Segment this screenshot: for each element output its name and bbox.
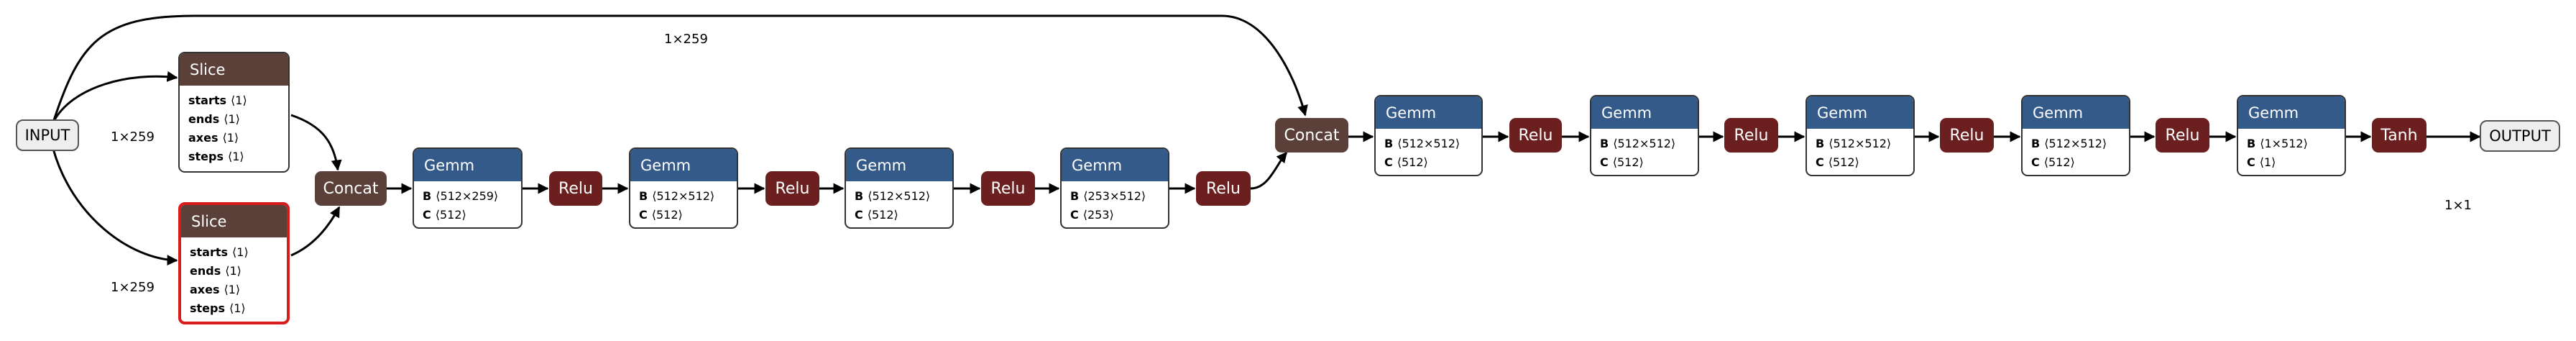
- gemm-node-5[interactable]: Gemm B⟨512×512⟩ C⟨512⟩: [1374, 95, 1483, 176]
- relu-node-8-label: Relu: [2165, 126, 2200, 145]
- attr-axes: axes⟨1⟩: [188, 131, 239, 145]
- gemm-node-3-title: Gemm: [846, 149, 952, 181]
- attr-c: C⟨253⟩: [1070, 208, 1114, 222]
- edge-label-input-concat2: 1×259: [664, 32, 708, 47]
- tanh-node-label: Tanh: [2380, 126, 2418, 145]
- slice-node-1-title: Slice: [180, 53, 288, 86]
- gemm-node-2[interactable]: Gemm B⟨512×512⟩ C⟨512⟩: [629, 147, 738, 229]
- attr-b: B⟨512×512⟩: [1384, 137, 1460, 150]
- relu-node-7[interactable]: Relu: [1940, 118, 1994, 153]
- attr-steps: steps⟨1⟩: [188, 150, 244, 163]
- gemm-node-7-title: Gemm: [1807, 96, 1913, 129]
- attr-b: B⟨253×512⟩: [1070, 189, 1146, 203]
- gemm-node-2-title: Gemm: [630, 149, 737, 181]
- relu-node-6-label: Relu: [1734, 126, 1769, 145]
- attr-b: B⟨512×512⟩: [1816, 137, 1892, 150]
- attr-axes: axes⟨1⟩: [190, 283, 241, 296]
- attr-steps: steps⟨1⟩: [190, 301, 246, 315]
- attr-c: C⟨512⟩: [423, 208, 466, 222]
- attr-b: B⟨512×512⟩: [1600, 137, 1676, 150]
- output-node[interactable]: OUTPUT: [2480, 120, 2560, 152]
- gemm-node-4-title: Gemm: [1062, 149, 1168, 181]
- gemm-node-9[interactable]: Gemm B⟨1×512⟩ C⟨1⟩: [2237, 95, 2346, 176]
- attr-c: C⟨512⟩: [639, 208, 683, 222]
- attr-starts: starts⟨1⟩: [188, 94, 247, 107]
- attr-c: C⟨512⟩: [855, 208, 898, 222]
- attr-b: B⟨512×512⟩: [639, 189, 715, 203]
- slice-node-2-attrs: starts⟨1⟩ ends⟨1⟩ axes⟨1⟩ steps⟨1⟩: [181, 237, 287, 322]
- slice-node-1[interactable]: Slice starts⟨1⟩ ends⟨1⟩ axes⟨1⟩ steps⟨1⟩: [178, 52, 290, 173]
- edge-relu4-concat2: [1250, 151, 1288, 190]
- relu-node-5-label: Relu: [1518, 126, 1553, 145]
- concat-node-1-label: Concat: [323, 179, 379, 198]
- gemm-node-5-title: Gemm: [1376, 96, 1481, 129]
- gemm-node-1-title: Gemm: [414, 149, 521, 181]
- attr-b: B⟨512×512⟩: [855, 189, 931, 203]
- edge-input-slice2: [52, 148, 178, 266]
- attr-b: B⟨512×512⟩: [2031, 137, 2107, 150]
- gemm-node-3[interactable]: Gemm B⟨512×512⟩ C⟨512⟩: [845, 147, 954, 229]
- slice-node-2[interactable]: Slice starts⟨1⟩ ends⟨1⟩ axes⟨1⟩ steps⟨1⟩: [178, 202, 290, 324]
- edge-input-concat2: [52, 14, 1308, 123]
- attr-b: B⟨512×259⟩: [423, 189, 499, 203]
- relu-node-1[interactable]: Relu: [549, 171, 602, 206]
- gemm-node-8[interactable]: Gemm B⟨512×512⟩ C⟨512⟩: [2021, 95, 2130, 176]
- attr-c: C⟨512⟩: [1384, 155, 1428, 169]
- edge-slice2-concat1: [290, 206, 341, 257]
- input-node[interactable]: INPUT: [16, 119, 79, 151]
- concat-node-2-label: Concat: [1284, 126, 1340, 145]
- relu-node-2-label: Relu: [775, 179, 810, 198]
- edge-slice1-concat1: [290, 114, 342, 171]
- gemm-node-7[interactable]: Gemm B⟨512×512⟩ C⟨512⟩: [1806, 95, 1915, 176]
- edge-label-input-slice1: 1×259: [111, 129, 155, 145]
- gemm-node-8-title: Gemm: [2023, 96, 2129, 129]
- attr-ends: ends⟨1⟩: [190, 264, 242, 278]
- relu-node-4-label: Relu: [1206, 179, 1241, 198]
- gemm-node-6-title: Gemm: [1591, 96, 1698, 129]
- gemm-node-1[interactable]: Gemm B⟨512×259⟩ C⟨512⟩: [413, 147, 523, 229]
- relu-node-8[interactable]: Relu: [2156, 118, 2209, 153]
- relu-node-6[interactable]: Relu: [1724, 118, 1778, 153]
- attr-ends: ends⟨1⟩: [188, 112, 240, 126]
- gemm-node-4[interactable]: Gemm B⟨253×512⟩ C⟨253⟩: [1060, 147, 1169, 229]
- edge-label-input-slice2: 1×259: [111, 280, 155, 295]
- gemm-node-9-title: Gemm: [2238, 96, 2345, 129]
- concat-node-2[interactable]: Concat: [1275, 118, 1348, 153]
- slice-node-1-attrs: starts⟨1⟩ ends⟨1⟩ axes⟨1⟩ steps⟨1⟩: [180, 86, 288, 170]
- input-node-label: INPUT: [24, 127, 70, 144]
- attr-starts: starts⟨1⟩: [190, 245, 249, 259]
- relu-node-7-label: Relu: [1949, 126, 1984, 145]
- output-node-label: OUTPUT: [2489, 127, 2551, 145]
- attr-c: C⟨512⟩: [1600, 155, 1644, 169]
- edge-input-slice1: [52, 71, 178, 123]
- relu-node-3[interactable]: Relu: [981, 171, 1035, 206]
- relu-node-4[interactable]: Relu: [1196, 171, 1251, 206]
- gemm-node-6[interactable]: Gemm B⟨512×512⟩ C⟨512⟩: [1590, 95, 1699, 176]
- slice-node-2-title: Slice: [181, 205, 287, 237]
- edge-label-output: 1×1: [2444, 198, 2472, 213]
- relu-node-3-label: Relu: [990, 179, 1026, 198]
- relu-node-5[interactable]: Relu: [1509, 118, 1562, 153]
- attr-c: C⟨512⟩: [2031, 155, 2075, 169]
- tanh-node[interactable]: Tanh: [2372, 118, 2426, 153]
- relu-node-1-label: Relu: [558, 179, 593, 198]
- relu-node-2[interactable]: Relu: [765, 171, 819, 206]
- concat-node-1[interactable]: Concat: [315, 171, 387, 206]
- attr-c: C⟨1⟩: [2247, 155, 2276, 169]
- attr-b: B⟨1×512⟩: [2247, 137, 2308, 150]
- attr-c: C⟨512⟩: [1816, 155, 1859, 169]
